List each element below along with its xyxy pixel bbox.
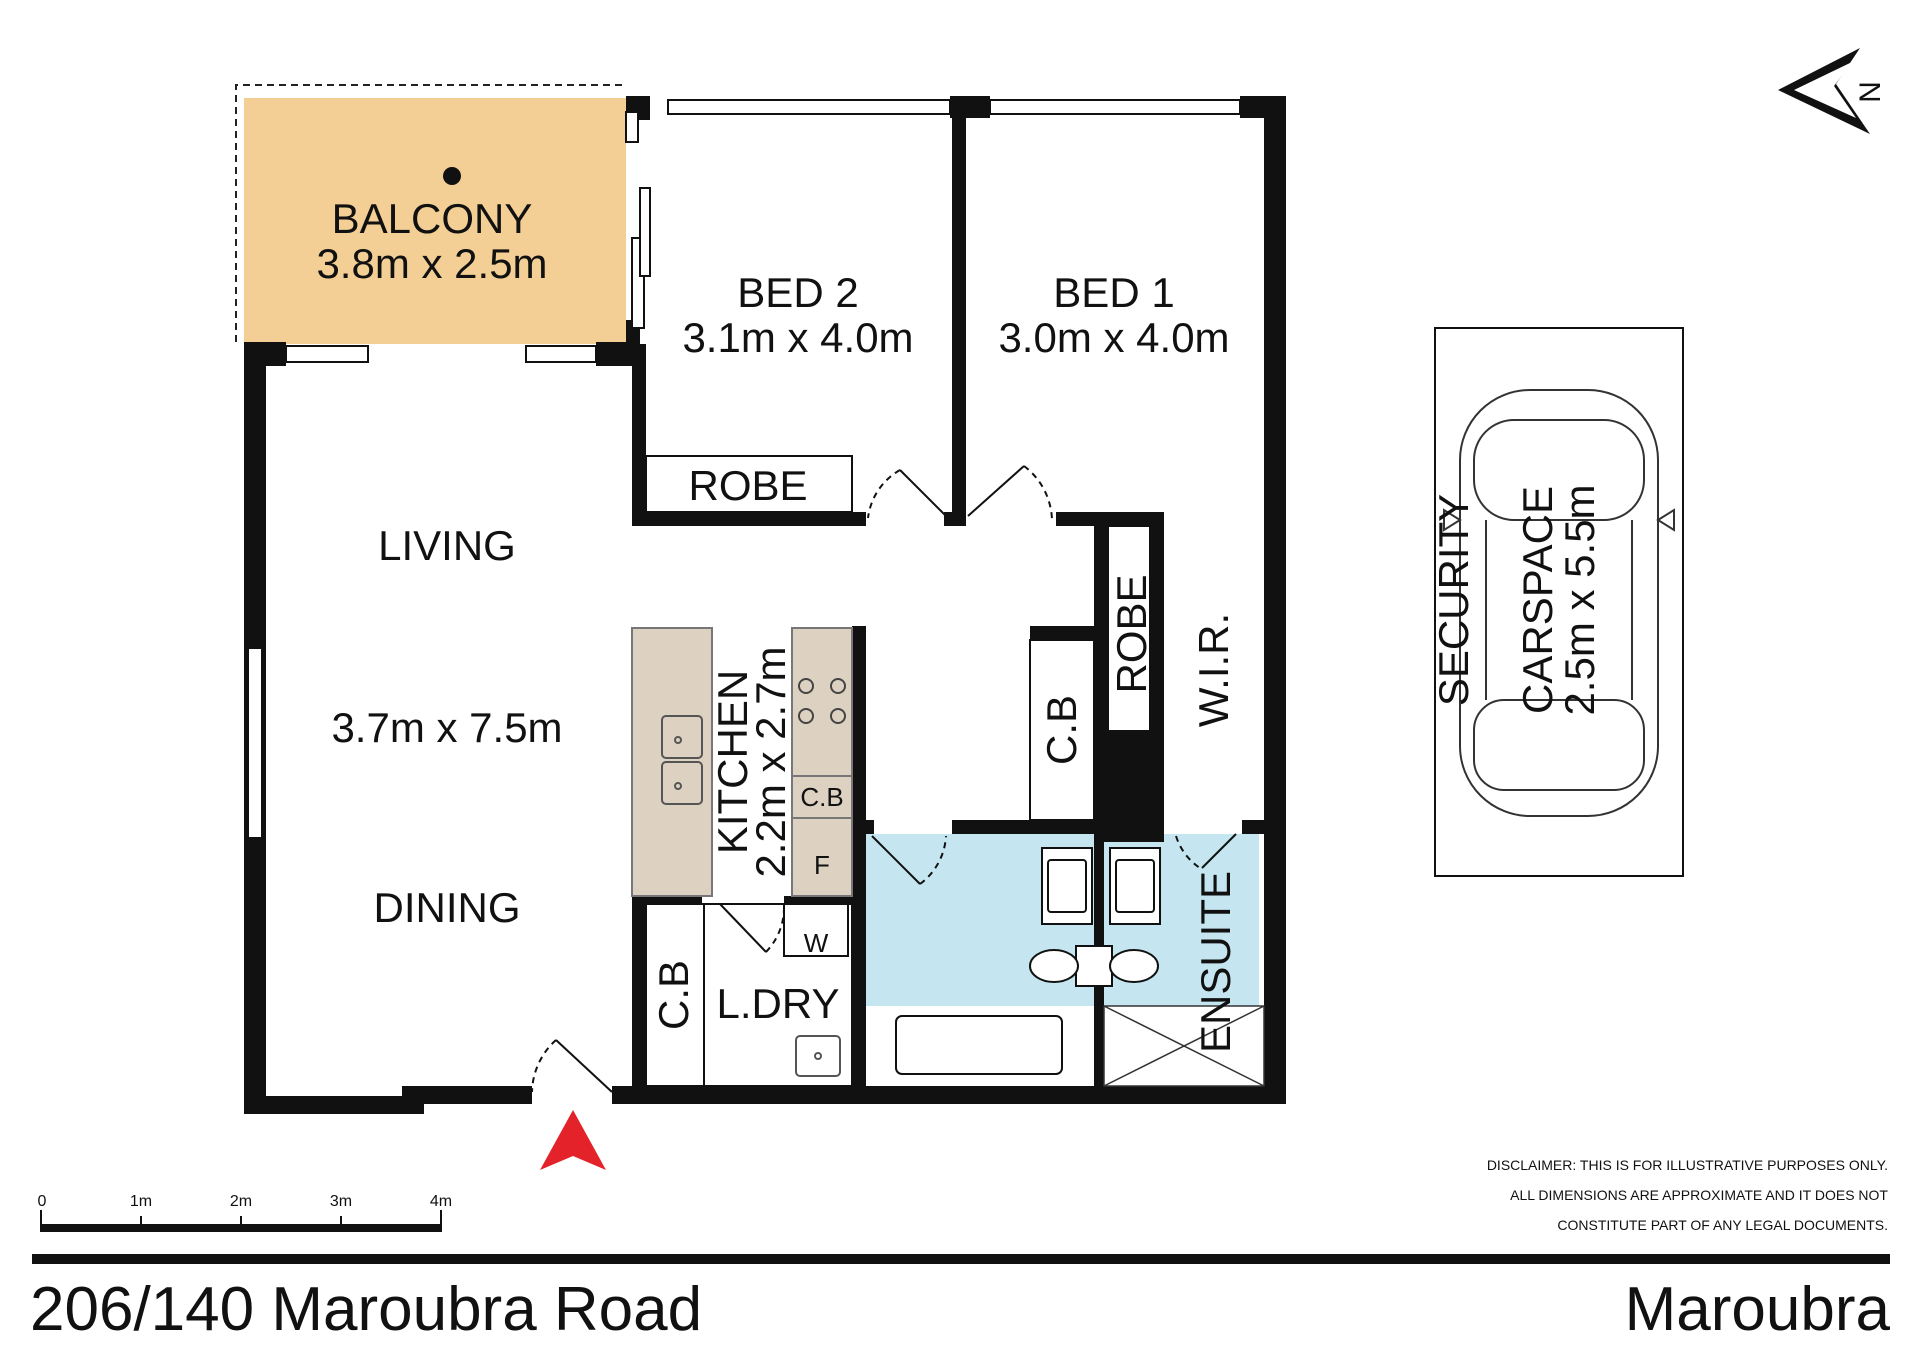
toilet-icon [1029,945,1159,987]
cb-hall-label: C.B [1038,695,1085,765]
scale-tick-3: 3m [330,1193,352,1210]
carspace-size: 2.5m x 5.5m [1556,484,1603,715]
scale-tick-4: 4m [430,1193,452,1210]
dining-label: DINING [374,884,521,931]
cooktop-icon [798,678,846,724]
footer-address: 206/140 Maroubra Road [30,1275,702,1344]
footer-rule [32,1254,1890,1264]
disclaimer-line-1: DISCLAIMER: THIS IS FOR ILLUSTRATIVE PUR… [1487,1157,1888,1173]
balcony-dashed-outline [235,84,626,342]
security-label: SECURITY [1430,494,1477,706]
north-arrow-icon: N [1778,48,1887,134]
balcony-area [244,98,626,344]
kitchen-size: 2.2m x 2.7m [747,646,794,877]
cb-kitchen-label: C.B [800,782,843,812]
balcony-size: 3.8m x 2.5m [316,240,547,287]
kitchen-label: KITCHEN [709,670,756,854]
joinery-outlines [645,455,1151,1087]
vanity-basins-icon [1041,847,1161,925]
scale-tick-2: 2m [230,1193,252,1210]
robe-bed2-label: ROBE [688,462,807,509]
bed2-label: BED 2 [737,269,858,316]
bed2-size: 3.1m x 4.0m [682,314,913,361]
fridge-label: F [814,850,830,880]
kitchen-wall-bench [791,627,853,897]
carspace-outline [1434,327,1684,877]
laundry-label: L.DRY [717,980,840,1027]
windows [247,99,1241,839]
shower-icon [1103,1005,1265,1087]
bed1-size: 3.0m x 4.0m [998,314,1229,361]
scale-tick-0: 0 [38,1193,47,1210]
living-size: 3.7m x 7.5m [331,704,562,751]
wir-label: W.I.R. [1190,613,1237,727]
kitchen-sink-icon [661,715,703,805]
robe-bed1-label: ROBE [1108,574,1155,693]
car-icon [1443,389,1675,817]
washer-label: W [804,928,829,958]
door-swings [531,465,1237,1093]
footer-suburb: Maroubra [1625,1275,1891,1344]
ensuite-label: ENSUITE [1192,871,1239,1053]
bed1-label: BED 1 [1053,269,1174,316]
disclaimer-line-2: ALL DIMENSIONS ARE APPROXIMATE AND IT DO… [1510,1187,1888,1203]
scale-bar: 0 1m 2m 3m 4m [38,1193,452,1232]
balcony-light-dot [443,167,461,185]
balcony-label: BALCONY [332,195,533,242]
disclaimer-line-3: CONSTITUTE PART OF ANY LEGAL DOCUMENTS. [1557,1217,1888,1233]
carspace-label: CARSPACE [1514,486,1561,714]
bathtub-icon [895,1015,1063,1075]
compass-label: N [1854,81,1887,103]
living-label: LIVING [378,522,516,569]
laundry-sink-icon [795,1035,841,1077]
cb-laundry-label: C.B [650,960,697,1030]
entry-arrow-icon [540,1110,606,1170]
scale-tick-1: 1m [130,1193,152,1210]
